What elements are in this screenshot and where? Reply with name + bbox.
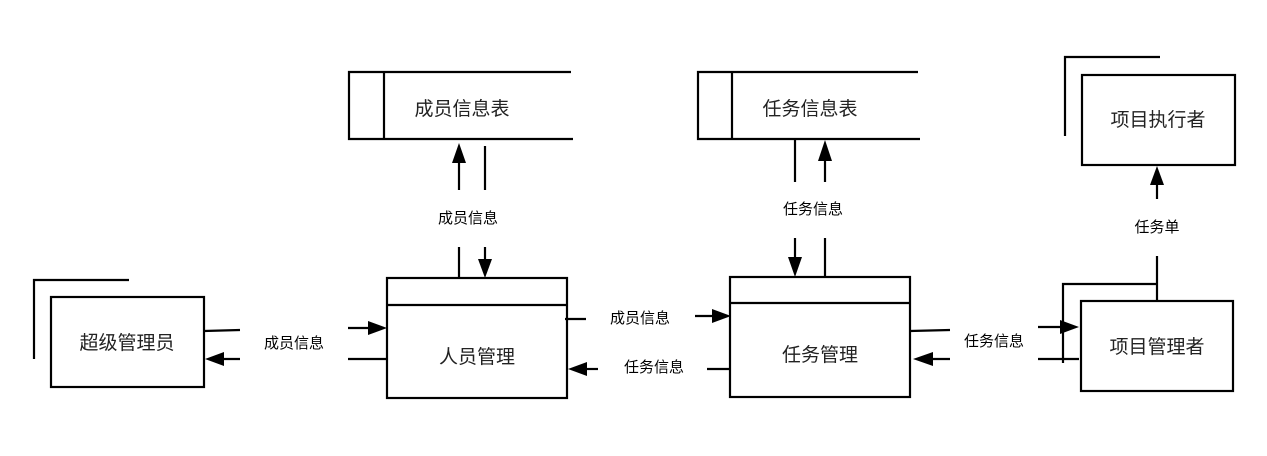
entity-box [1079, 299, 1235, 393]
process-box [728, 275, 912, 399]
flow-line [203, 328, 241, 333]
flow-line [909, 328, 951, 333]
arrowhead-icon [1150, 166, 1164, 185]
flow-task-store: 任务信息 [783, 139, 843, 277]
flow-admin-member: 成员信息 [203, 321, 387, 366]
entity-box [1080, 73, 1237, 167]
entity-label: 项目管理者 [1109, 336, 1204, 358]
flow-label: 成员信息 [610, 309, 670, 327]
process-label: 人员管理 [439, 346, 515, 368]
entity-label: 超级管理员 [79, 332, 174, 354]
flow-label: 任务信息 [783, 200, 843, 218]
flow-member-task: 成员信息 任务信息 [565, 309, 732, 376]
datastore-member-table[interactable]: 成员信息表 [347, 70, 573, 141]
flow-task-manager: 任务信息 [909, 320, 1079, 366]
entity-shadow [1061, 282, 1157, 363]
process-task-management[interactable]: 任务管理 [728, 275, 912, 399]
flow-label: 成员信息 [438, 209, 498, 227]
entity-label: 项目执行者 [1110, 109, 1205, 131]
flow-label: 成员信息 [264, 334, 324, 352]
arrowhead-icon [788, 257, 802, 277]
datastore-label: 成员信息表 [414, 98, 509, 120]
arrowhead-icon [205, 352, 224, 366]
arrowhead-icon [712, 309, 731, 323]
arrowhead-icon [913, 352, 933, 366]
arrowhead-icon [568, 362, 587, 376]
datastore-task-table[interactable]: 任务信息表 [696, 70, 920, 141]
entity-box [49, 295, 206, 389]
flow-task-order: 任务单 [1134, 166, 1180, 301]
datastore-label: 任务信息表 [762, 98, 857, 120]
flow-label: 任务单 [1134, 218, 1179, 236]
arrowhead-icon [452, 143, 466, 163]
arrowhead-icon [818, 140, 832, 161]
flow-member-store: 成员信息 [438, 143, 498, 278]
process-label: 任务管理 [782, 344, 858, 366]
process-member-management[interactable]: 人员管理 [385, 276, 569, 400]
datastore-outline [347, 70, 573, 141]
entity-shadow [32, 278, 129, 359]
arrowhead-icon [368, 321, 387, 335]
arrowhead-icon [1060, 320, 1079, 334]
entity-project-manager[interactable]: 项目管理者 [1061, 282, 1235, 393]
arrowhead-icon [478, 259, 492, 278]
entity-super-admin[interactable]: 超级管理员 [32, 278, 206, 389]
datastore-outline [696, 70, 920, 141]
entity-shadow [1063, 55, 1160, 136]
flow-label: 任务信息 [624, 358, 684, 376]
process-box [385, 276, 569, 400]
flow-label: 任务信息 [964, 332, 1024, 350]
entity-project-executor[interactable]: 项目执行者 [1063, 55, 1237, 167]
